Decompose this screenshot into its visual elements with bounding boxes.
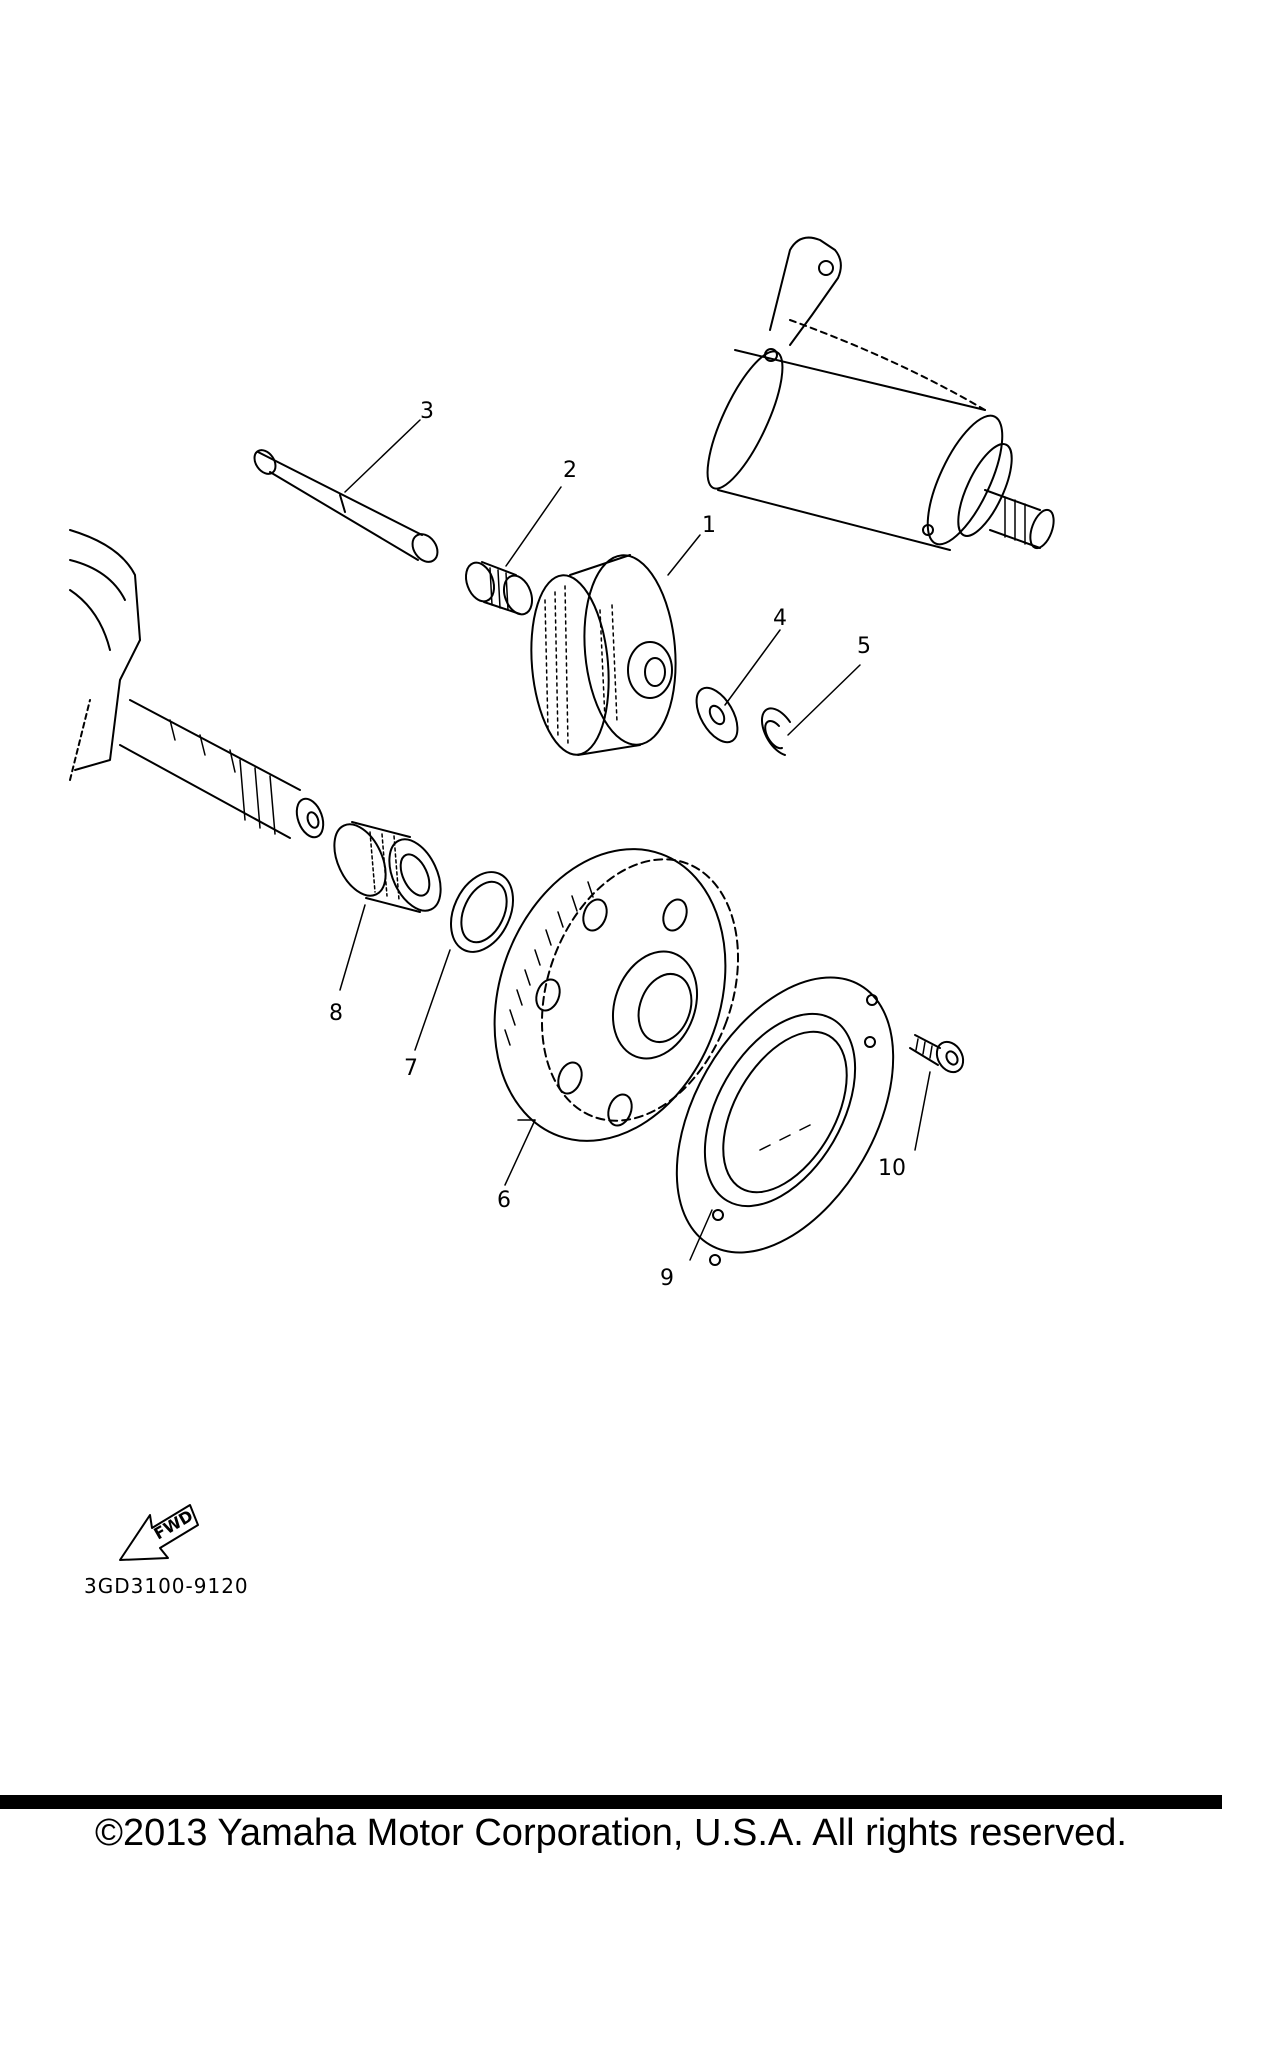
copyright-notice: ©2013 Yamaha Motor Corporation, U.S.A. A… [95, 1812, 1127, 1854]
diagram-part-code: 3GD3100-9120 [84, 1574, 249, 1598]
callout-2: 2 [563, 458, 577, 483]
part-1-idler-gear [530, 554, 677, 756]
callout-9: 9 [660, 1266, 674, 1291]
callout-3: 3 [420, 399, 434, 424]
forward-arrow-icon: FWD [119, 1504, 199, 1561]
part-6-starter-wheel-gear [493, 848, 740, 1142]
part-3-shaft [253, 449, 439, 563]
part-8-bearing [333, 821, 442, 913]
callout-4: 4 [773, 606, 787, 631]
starter-motor [706, 236, 1055, 551]
crankshaft [69, 529, 325, 839]
callout-1: 1 [702, 513, 716, 538]
callout-5: 5 [857, 634, 871, 659]
part-5-circlip [761, 707, 791, 756]
part-9-one-way-clutch [675, 976, 895, 1266]
part-7-washer [450, 871, 514, 953]
callout-6: 6 [497, 1188, 511, 1213]
part-4-washer [695, 686, 739, 744]
part-10-bolt [909, 1034, 965, 1074]
footer-divider [0, 1795, 1222, 1809]
leader-lines [339, 419, 931, 1261]
callout-8: 8 [329, 1001, 343, 1026]
callout-7: 7 [404, 1056, 418, 1081]
part-2-needle-bearing [464, 561, 534, 616]
callout-10: 10 [878, 1156, 906, 1181]
